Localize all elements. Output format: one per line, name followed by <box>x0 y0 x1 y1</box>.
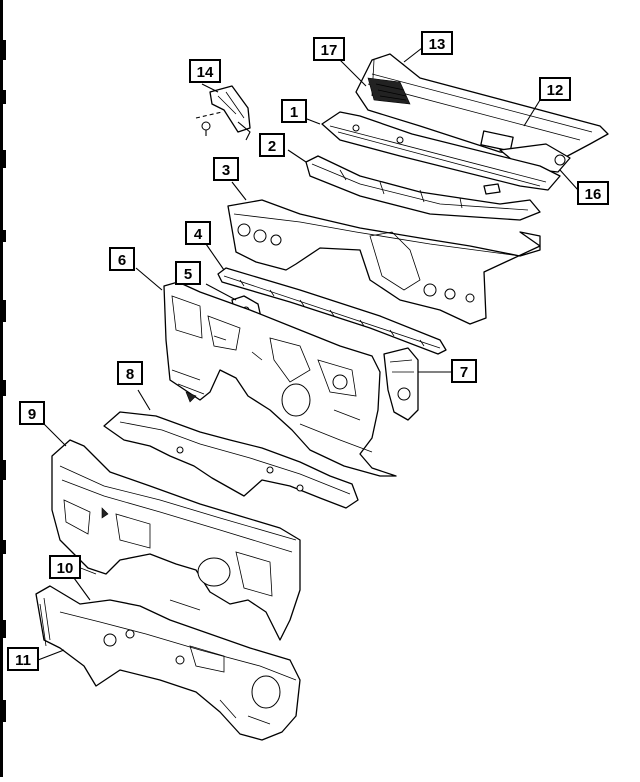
callout-14: 14 <box>189 59 221 83</box>
left-edge-strip <box>0 0 6 777</box>
part-7-panel <box>383 347 419 421</box>
part-4-rail <box>217 267 447 355</box>
callout-10-label: 10 <box>57 560 74 577</box>
callout-9-label: 9 <box>28 406 36 423</box>
callout-8-label: 8 <box>126 366 134 383</box>
callout-13: 13 <box>421 31 453 55</box>
callout-11-label: 11 <box>15 652 31 669</box>
callout-16-label: 16 <box>585 186 602 203</box>
callout-17: 17 <box>313 37 345 61</box>
part-10-lower-dash <box>35 585 301 741</box>
edge-dashes <box>0 0 6 777</box>
part-3-upper-dash-panel <box>227 199 541 325</box>
callout-6-label: 6 <box>118 252 126 269</box>
callout-14-label: 14 <box>197 64 214 81</box>
callout-4: 4 <box>185 221 211 245</box>
callout-11: 11 <box>7 647 39 671</box>
callout-6: 6 <box>109 247 135 271</box>
part-8-crossmember <box>103 411 359 509</box>
callout-3-label: 3 <box>222 162 230 179</box>
callout-10: 10 <box>49 555 81 579</box>
callout-8: 8 <box>117 361 143 385</box>
callout-1-label: 1 <box>290 104 298 121</box>
part-1-upper-rail <box>321 111 561 191</box>
leader-lines <box>37 47 579 661</box>
callout-2: 2 <box>259 133 285 157</box>
callout-12: 12 <box>539 77 571 101</box>
callout-2-label: 2 <box>268 138 276 155</box>
callout-16: 16 <box>577 181 609 205</box>
part-12-cowl-panel <box>355 53 609 173</box>
callout-3: 3 <box>213 157 239 181</box>
callout-7-label: 7 <box>460 364 468 381</box>
part-14-bracket <box>195 85 251 141</box>
callout-12-label: 12 <box>547 82 564 99</box>
callout-13-label: 13 <box>429 36 446 53</box>
callout-5: 5 <box>175 261 201 285</box>
callout-4-label: 4 <box>194 226 203 243</box>
callout-1: 1 <box>281 99 307 123</box>
part-9-insulator <box>51 439 301 641</box>
callout-9: 9 <box>19 401 45 425</box>
part-2-cowl-lower <box>305 155 541 221</box>
part-6-dash-panel <box>163 281 397 477</box>
callout-7: 7 <box>451 359 477 383</box>
callout-17-label: 17 <box>321 42 338 59</box>
callout-5-label: 5 <box>184 266 192 283</box>
